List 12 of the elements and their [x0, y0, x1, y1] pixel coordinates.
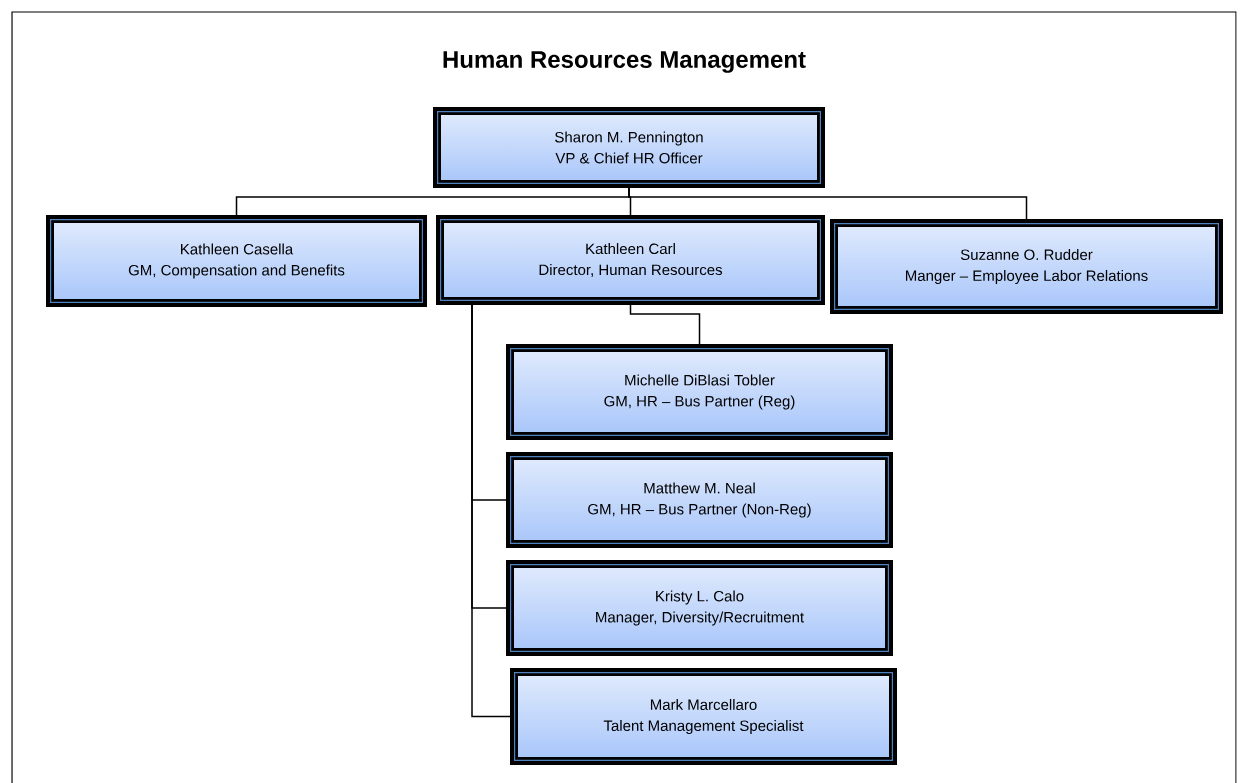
connector-line [629, 304, 701, 345]
person-box: Suzanne O. Rudder Manger – Employee Labor Relations [830, 219, 1223, 314]
connector-line [628, 187, 1028, 220]
person-box: Kathleen Carl Director, Human Resources [436, 215, 825, 305]
title: Human Resources Management [443, 51, 806, 73]
person-box: Sharon M. Pennington VP & Chief HR Officer [433, 107, 825, 188]
person-box: Michelle DiBlasi Tobler GM, HR – Bus Partner (Reg) [506, 344, 893, 440]
person-box: Mark Marcellaro Talent Management Specialist [510, 668, 897, 765]
person-box: Matthew M. Neal GM, HR – Bus Partner (Non-Reg) [506, 452, 893, 548]
person-box: Kristy L. Calo Manager, Diversity/Recruitment [506, 560, 893, 656]
person-box: Kathleen Casella GM, Compensation and Benefits [46, 215, 427, 307]
connector-line [471, 304, 511, 718]
